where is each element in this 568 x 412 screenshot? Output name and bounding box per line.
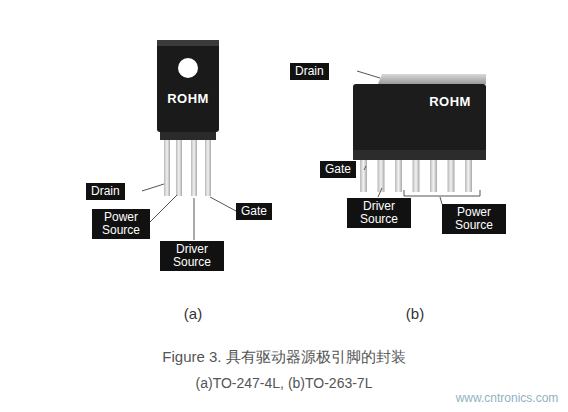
pin-label-box: Gate (236, 203, 272, 220)
pin-name: Driver Source (352, 200, 406, 226)
brand-logo: ROHM (167, 91, 209, 106)
pin-name: Gate (241, 205, 267, 218)
figure-caption: Figure 3. 具有驱动器源极引脚的封装 (162, 348, 405, 367)
brand-logo: ROHM (429, 94, 471, 109)
pin-name: Drain (91, 185, 120, 198)
lead-pin (360, 160, 367, 192)
pin-label-box: Gate (320, 161, 356, 178)
pin-name: Power Source (97, 211, 145, 237)
lead-pin (430, 160, 437, 192)
pin-label-box: Power Source (442, 204, 506, 234)
panel-label: (a) (184, 305, 202, 322)
pin-name: Driver Source (165, 243, 219, 269)
watermark: www.cntronics.com (456, 391, 559, 405)
pin-name: Gate (325, 163, 351, 176)
to263-package (353, 74, 486, 192)
caption-line: (a)TO-247-4L, (b)TO-263-7L (196, 375, 373, 391)
pin-label-box: Power Source (92, 209, 150, 239)
pin-name: Power Source (447, 206, 501, 232)
pin-label-box: Drain (86, 183, 125, 200)
pin-label-box: Driver Source (347, 198, 411, 228)
pin-label-box: Drain (290, 63, 329, 80)
lead-pin (448, 160, 455, 192)
panel-label: (b) (406, 305, 424, 322)
lead-pin (413, 160, 420, 192)
pin-name: Drain (295, 65, 324, 78)
leader-lines (142, 71, 480, 240)
pin-label-box: Driver Source (160, 241, 224, 271)
to247-package (157, 40, 219, 196)
lead-pin (465, 160, 472, 192)
lead-pin (395, 160, 402, 192)
lead-pin (378, 160, 385, 192)
